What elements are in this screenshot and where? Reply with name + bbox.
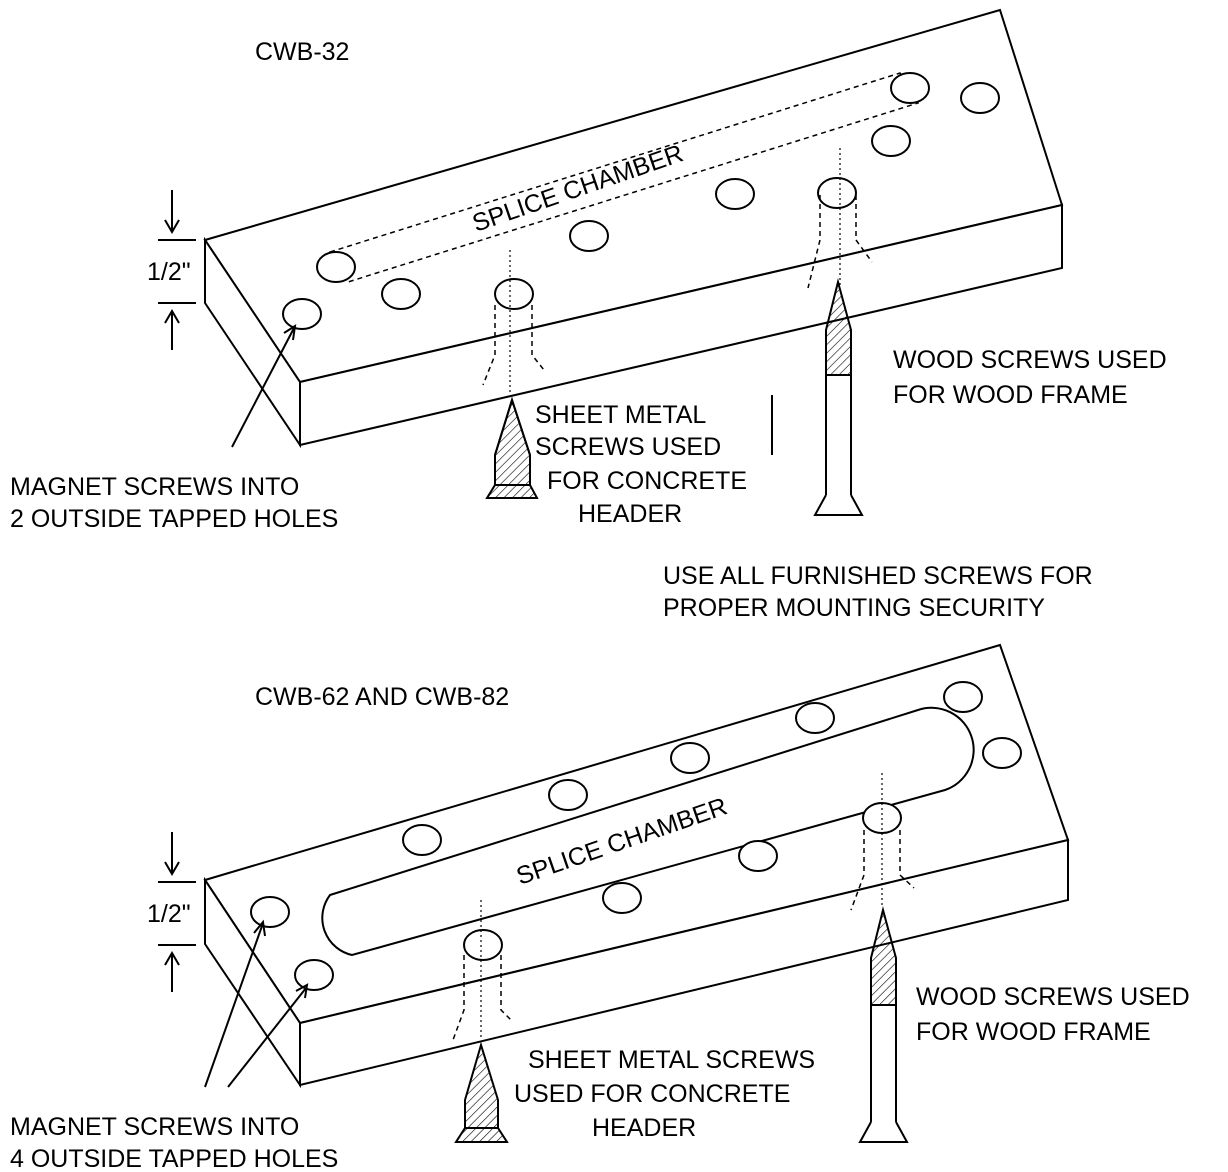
wood-label-line-1: WOOD SCREWS USED	[893, 346, 1167, 374]
mounting-block	[203, 643, 1070, 1089]
hidden-bores	[452, 773, 915, 1041]
magnet-label-line-1: MAGNET SCREWS INTO	[10, 1113, 299, 1141]
sheet-metal-label-line-1: SHEET METAL	[535, 401, 706, 429]
note-line-2: PROPER MOUNTING SECURITY	[663, 594, 1045, 622]
magnet-arrows	[204, 919, 309, 1088]
wood-label-line-2: FOR WOOD FRAME	[916, 1018, 1151, 1046]
diagram-title: CWB-32	[255, 38, 349, 66]
magnet-label-line-2: 4 OUTSIDE TAPPED HOLES	[10, 1145, 338, 1172]
sheet-metal-label-line-3: FOR CONCRETE	[547, 467, 747, 495]
wood-screw-icon	[858, 906, 909, 1143]
thickness-dimension: 1/2"	[147, 832, 196, 992]
magnet-label-line-2: 2 OUTSIDE TAPPED HOLES	[10, 505, 338, 533]
wood-screw-icon	[771, 278, 864, 516]
diagram-cwb-32: CWB-32 SPLICE CHAMBER	[10, 8, 1167, 533]
magnet-label-line-1: MAGNET SCREWS INTO	[10, 473, 299, 501]
thickness-dimension: 1/2"	[147, 190, 196, 350]
dimension-label: 1/2"	[147, 900, 191, 928]
wood-label-line-2: FOR WOOD FRAME	[893, 381, 1128, 409]
sheet-metal-screw-icon	[485, 396, 539, 499]
sheet-metal-label-line-2: SCREWS USED	[535, 433, 721, 461]
sheet-metal-screw-icon	[454, 1041, 509, 1143]
sheet-metal-label-line-4: HEADER	[578, 500, 682, 528]
screw-holes	[282, 72, 1000, 330]
screw-holes	[250, 681, 1022, 991]
note-line-1: USE ALL FURNISHED SCREWS FOR	[663, 562, 1093, 590]
sheet-metal-label-line-2: USED FOR CONCRETE	[514, 1080, 790, 1108]
mounting-block	[203, 8, 1064, 449]
diagram-title: CWB-62 AND CWB-82	[255, 683, 509, 711]
sheet-metal-label-line-3: HEADER	[592, 1114, 696, 1142]
magnet-arrow	[231, 323, 297, 448]
sheet-metal-label-line-1: SHEET METAL SCREWS	[528, 1046, 815, 1074]
hidden-bores	[482, 148, 873, 395]
diagram-cwb-62-82: CWB-62 AND CWB-82 SPLICE CHAMBER	[10, 643, 1190, 1172]
wood-label-line-1: WOOD SCREWS USED	[916, 983, 1190, 1011]
dimension-label: 1/2"	[147, 258, 191, 286]
